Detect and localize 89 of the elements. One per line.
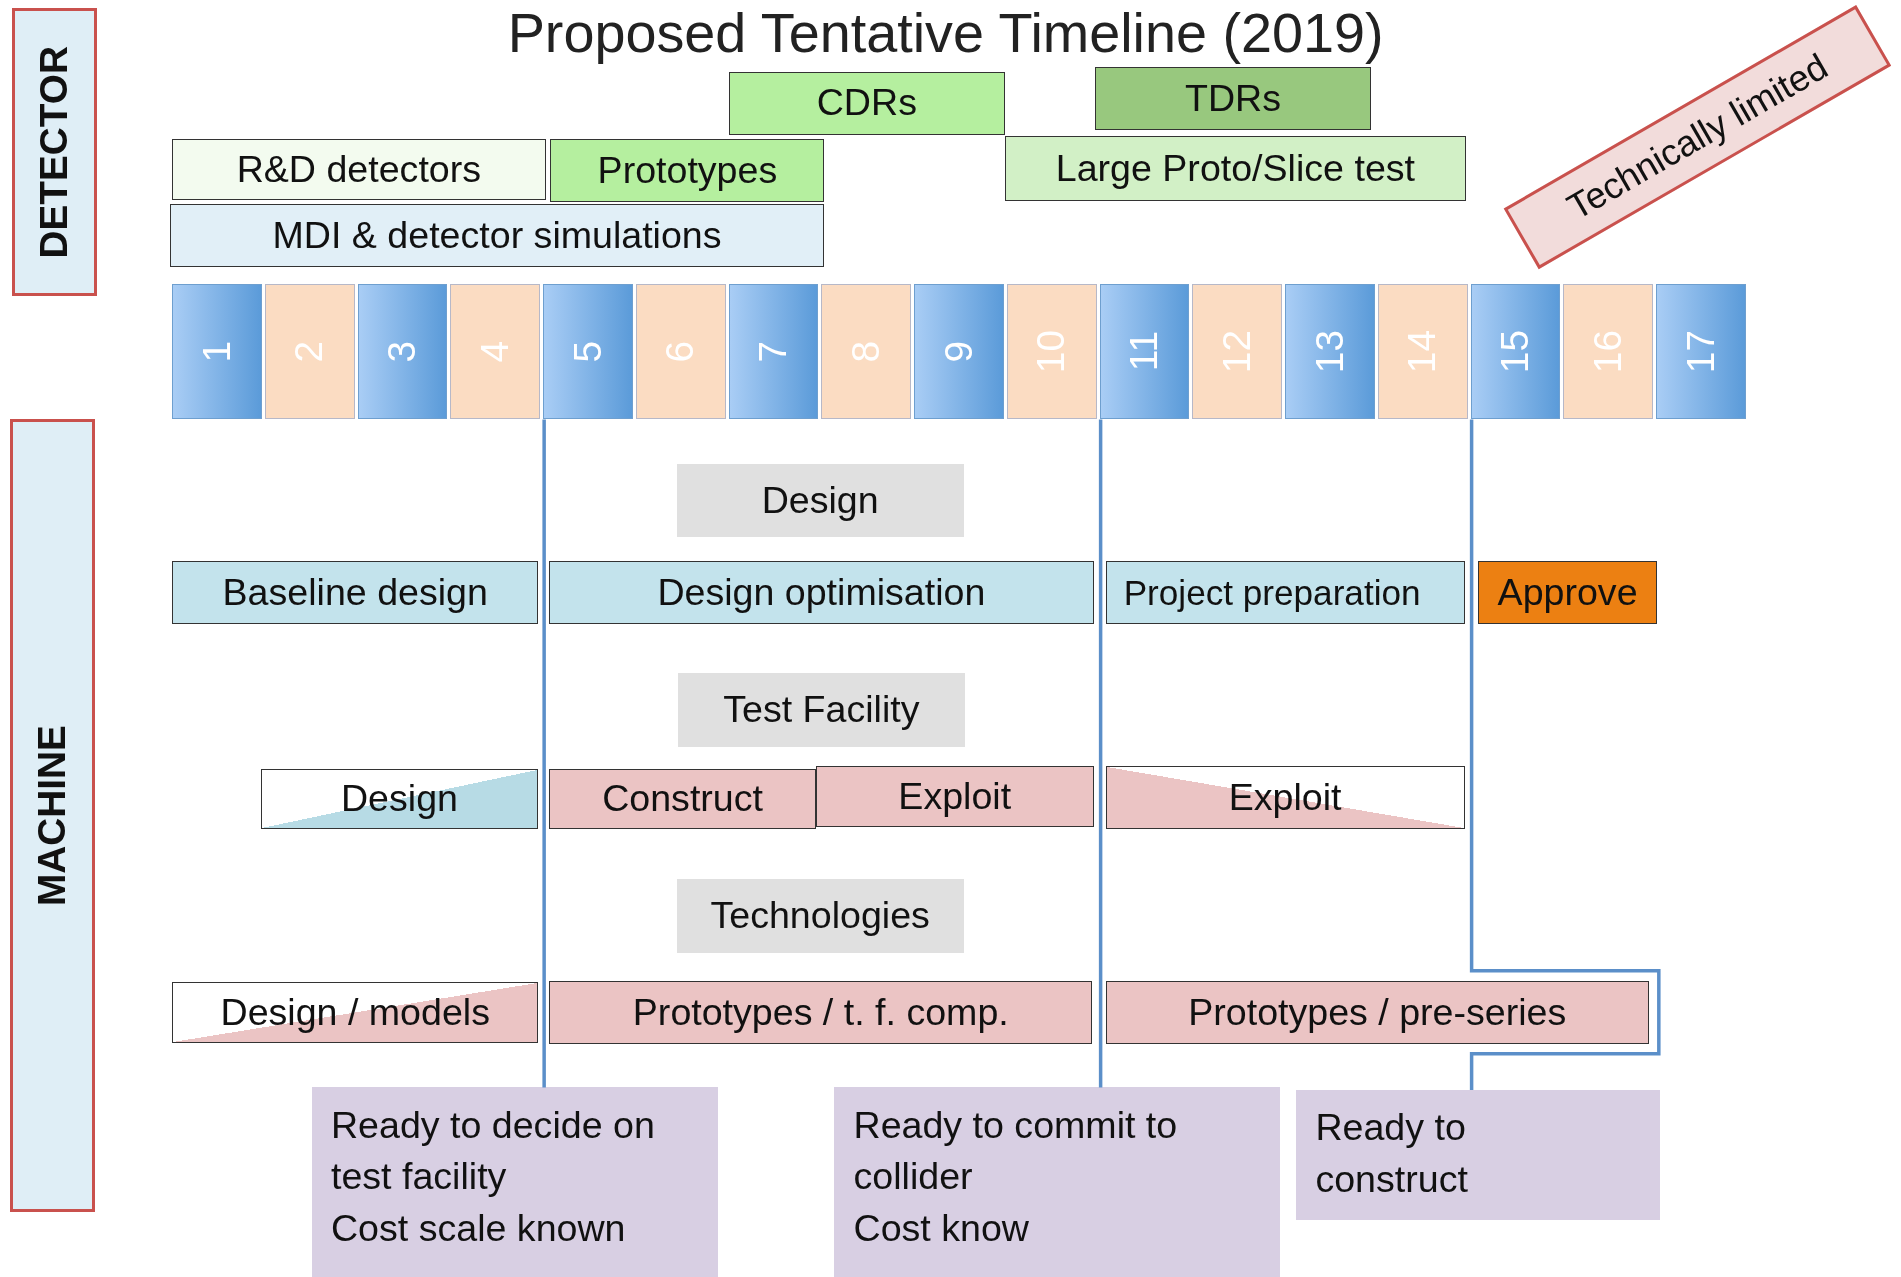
bar-label: CDRs xyxy=(816,80,917,126)
phase-bar xyxy=(1094,66,1372,130)
year-number: 10 xyxy=(1028,330,1074,374)
bar-label: Project preparation xyxy=(1123,571,1421,614)
year-number: 1 xyxy=(193,340,239,363)
year-number: 6 xyxy=(657,340,703,363)
year-number: 2 xyxy=(286,340,332,363)
year-number: 14 xyxy=(1399,330,1445,374)
year-box xyxy=(635,283,726,420)
milestone-line xyxy=(1098,419,1103,1088)
year-number: 11 xyxy=(1121,331,1167,372)
bar-label: MDI & detector simulations xyxy=(272,212,722,258)
year-box xyxy=(821,283,912,420)
section-label: MACHINE xyxy=(28,725,74,907)
year-box xyxy=(1563,283,1654,420)
year-box xyxy=(1470,283,1561,420)
milestone-text: Ready to construct xyxy=(1315,1105,1469,1202)
milestone-box xyxy=(834,1087,1281,1277)
section-heading-box xyxy=(676,878,964,953)
phase-bar xyxy=(549,561,1094,625)
phase-bar xyxy=(815,766,1094,827)
phase-bar xyxy=(1005,135,1466,202)
bar-label: Approve xyxy=(1497,570,1638,616)
bar-label: Construct xyxy=(602,776,763,822)
milestone-text: Ready to commit to collider xyxy=(853,1102,1179,1200)
bar-label: Prototypes / t. f. comp. xyxy=(632,989,1009,1035)
year-box xyxy=(543,283,633,420)
year-box xyxy=(728,283,819,420)
milestone-text: Ready to decide on test facility xyxy=(330,1102,656,1200)
year-box xyxy=(450,283,541,420)
milestone-text: Cost know xyxy=(853,1206,1030,1252)
year-box xyxy=(264,283,355,420)
year-number: 7 xyxy=(750,340,796,363)
phase-bar xyxy=(550,139,825,203)
phase-bar xyxy=(1105,766,1465,830)
bar-label: Design / models xyxy=(220,989,490,1035)
phase-bar xyxy=(1105,561,1465,625)
phase-bar xyxy=(1105,980,1649,1044)
year-box xyxy=(1656,283,1746,420)
year-box xyxy=(1192,283,1283,420)
section-band xyxy=(9,419,95,1213)
year-number: 3 xyxy=(379,340,425,363)
bar-label: Design xyxy=(340,776,458,822)
bar-label: TDRs xyxy=(1184,75,1281,121)
year-number: 5 xyxy=(564,340,610,363)
year-box xyxy=(172,283,262,420)
phase-bar xyxy=(549,980,1093,1044)
bar-label: Baseline design xyxy=(222,570,488,616)
milestone-line xyxy=(542,419,546,1088)
year-box xyxy=(1006,283,1097,420)
year-number: 17 xyxy=(1677,330,1723,374)
section-heading-box xyxy=(677,672,966,747)
phase-bar xyxy=(169,203,825,267)
bar-label: Prototypes / pre-series xyxy=(1188,989,1567,1035)
bar-label: Prototypes xyxy=(597,148,778,194)
milestone-text: Cost scale known xyxy=(330,1206,627,1252)
year-number: 13 xyxy=(1306,330,1352,374)
heading-text: Technologies xyxy=(710,893,930,939)
milestone-line xyxy=(1469,419,1661,1090)
heading-text: Design xyxy=(761,478,879,524)
heading-text: Test Facility xyxy=(723,687,920,733)
year-box xyxy=(357,283,448,420)
milestone-box xyxy=(311,1087,718,1277)
bar-label: Design optimisation xyxy=(657,570,986,616)
phase-bar xyxy=(172,982,539,1043)
phase-bar xyxy=(549,768,816,830)
year-box xyxy=(1377,283,1468,420)
year-number: 4 xyxy=(471,340,517,363)
year-number: 16 xyxy=(1584,330,1630,374)
phase-bar xyxy=(172,139,546,201)
section-heading-box xyxy=(676,464,964,538)
year-box xyxy=(1285,283,1375,420)
phase-bar xyxy=(728,71,1006,135)
phase-bar xyxy=(1477,561,1658,625)
bar-label: Exploit xyxy=(1228,775,1342,821)
phase-bar xyxy=(172,561,539,625)
section-label: DETECTOR xyxy=(31,45,77,259)
milestone-box xyxy=(1296,1089,1660,1220)
year-box xyxy=(914,283,1004,420)
bar-label: R&D detectors xyxy=(236,147,482,193)
year-box xyxy=(1099,283,1190,420)
year-number: 12 xyxy=(1213,330,1259,374)
year-number: 15 xyxy=(1492,330,1538,374)
bar-label: Large Proto/Slice test xyxy=(1055,145,1416,191)
phase-bar xyxy=(260,768,539,830)
year-number: 9 xyxy=(935,340,981,363)
year-number: 8 xyxy=(842,340,888,363)
bar-label: Exploit xyxy=(898,773,1012,819)
section-band xyxy=(12,8,97,296)
